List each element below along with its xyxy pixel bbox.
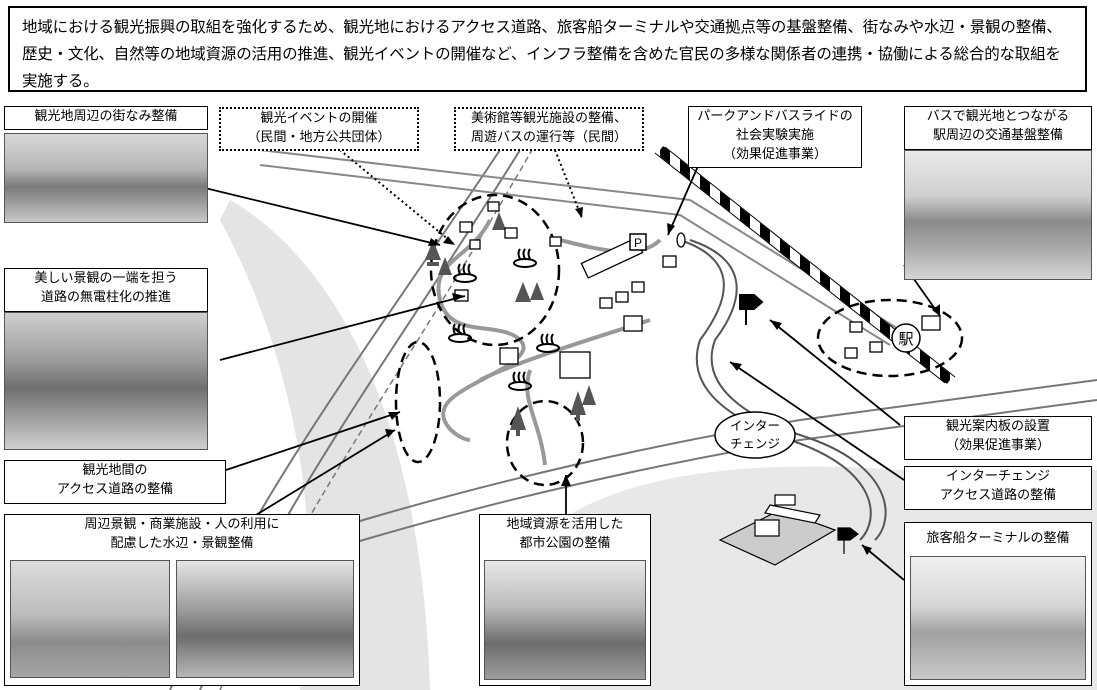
callout-signboard-line1: 観光案内板の設置 <box>945 419 1050 434</box>
station-photo <box>904 150 1092 280</box>
signboard-icon <box>739 294 764 325</box>
river-area <box>220 200 430 690</box>
tree-icons <box>425 212 596 436</box>
dotted-arrows <box>339 149 583 246</box>
hot-spring-icons <box>448 248 560 391</box>
sightseeing-path <box>436 219 526 442</box>
interchange-marker <box>714 411 796 459</box>
ferry-photo <box>910 556 1086 680</box>
header-summary: 地域における観光振興の取組を強化するため、観光地におけるアクセス道路、旅客船ター… <box>8 6 1087 92</box>
waterside-photo-1 <box>10 560 170 678</box>
upper-road-2 <box>259 164 891 346</box>
callout-nopole-line1: 美しい景観の一端を担う <box>34 271 178 286</box>
callout-signboard-line2: （効果促進事業） <box>945 438 1050 453</box>
callout-station: バスで観光地とつながる 駅周辺の交通基盤整備 <box>904 106 1092 150</box>
callout-museum-line1: 美術館等観光施設の整備、 <box>470 111 627 126</box>
callout-waterside-line2: 配慮した水辺・景観整備 <box>110 536 254 551</box>
station-marker <box>891 323 921 353</box>
arrow-heads <box>385 207 940 555</box>
callout-signboard: 観光案内板の設置 （効果促進事業） <box>904 416 1092 460</box>
callout-ic-line1: インターチェンジ <box>945 469 1050 484</box>
hot-spring-zone <box>429 193 561 347</box>
header-text: 地域における観光振興の取組を強化するため、観光地におけるアクセス道路、旅客船ター… <box>22 18 1062 90</box>
callout-station-line2: 駅周辺の交通基盤整備 <box>932 128 1063 143</box>
callout-access-line1: 観光地間の <box>82 463 148 478</box>
callout-parkride-line3: （効果促進事業） <box>722 147 827 162</box>
interchange-label-2: チェンジ <box>730 436 780 451</box>
callout-ic-access: インターチェンジ アクセス道路の整備 <box>904 466 1092 510</box>
callout-museum-line2: 周遊バスの運行等（民間） <box>470 130 627 145</box>
ic-road <box>679 239 872 541</box>
callout-townscape: 観光地周辺の街なみ整備 <box>4 106 208 130</box>
callout-access-line2: アクセス道路の整備 <box>56 482 174 497</box>
callout-event: 観光イベントの開催 （民間・地方公共団体） <box>219 107 419 151</box>
building-icons <box>454 201 941 379</box>
access-road-zone <box>394 340 442 464</box>
callout-park-and-ride: パークアンドバスライドの 社会実験実施 （効果促進事業） <box>688 106 862 168</box>
callout-townscape-text: 観光地周辺の街なみ整備 <box>34 109 178 124</box>
interchange-label-1: インター <box>730 418 780 433</box>
station-label: 駅 <box>898 330 913 348</box>
callout-parkride-line1: パークアンドバスライドの <box>697 109 853 124</box>
parking-sign <box>629 233 647 251</box>
callout-no-pole: 美しい景観の一端を担う 道路の無電柱化の推進 <box>4 268 208 312</box>
urban-park-photo <box>484 560 646 680</box>
callout-ferry-text: 旅客船ターミナルの整備 <box>926 531 1070 546</box>
callout-access-road: 観光地間の アクセス道路の整備 <box>4 460 226 504</box>
callout-museum: 美術館等観光施設の整備、 周遊バスの運行等（民間） <box>454 107 644 151</box>
parking-label: P <box>634 236 642 250</box>
callout-ic-line2: アクセス道路の整備 <box>939 488 1057 503</box>
callout-event-line2: （民間・地方公共団体） <box>247 130 391 145</box>
ferry-terminal-icon <box>718 494 859 566</box>
townscape-photo <box>4 133 208 223</box>
station-zone <box>816 298 964 378</box>
callout-waterside-line1: 周辺景観・商業施設・人の利用に <box>84 517 280 532</box>
callout-station-line1: バスで観光地とつながる <box>926 109 1070 124</box>
park-zone <box>505 399 585 487</box>
callout-park-line2: 都市公園の整備 <box>519 536 611 551</box>
callout-parkride-line2: 社会実験実施 <box>735 128 814 143</box>
no-pole-photo <box>4 312 208 450</box>
callout-arrows <box>204 149 941 581</box>
callout-nopole-line2: 道路の無電柱化の推進 <box>40 290 171 305</box>
callout-event-line1: 観光イベントの開催 <box>260 111 378 126</box>
callout-park-line1: 地域資源を活用した <box>506 517 624 532</box>
waterside-photo-2 <box>176 560 354 678</box>
